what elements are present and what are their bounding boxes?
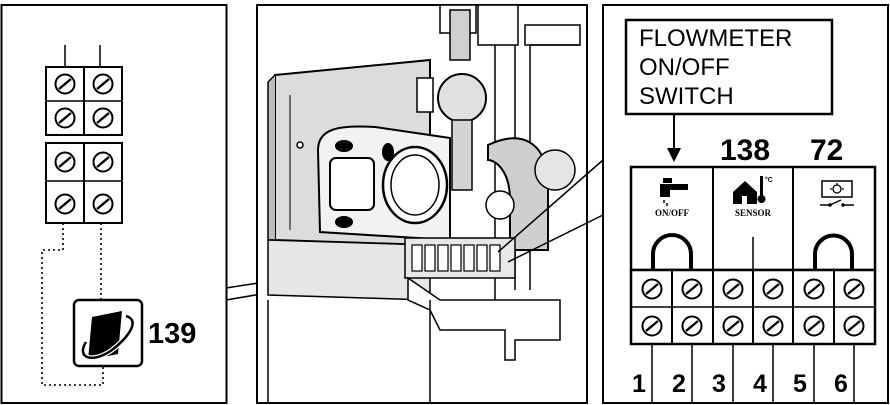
callout-line-3: SWITCH bbox=[639, 83, 734, 110]
screw-icon bbox=[843, 315, 865, 337]
screw-icon bbox=[681, 315, 703, 337]
leader-line-right-top bbox=[497, 159, 604, 253]
flowmeter-callout-box bbox=[624, 18, 834, 116]
terminal-number-1: 1 bbox=[632, 370, 646, 398]
house-thermometer-icon: °C bbox=[733, 176, 773, 204]
room-thermostat-icon bbox=[820, 180, 854, 207]
screw-icon bbox=[681, 278, 703, 300]
leader-line-right-bottom bbox=[507, 214, 604, 263]
jumper-bridge-5-6 bbox=[813, 233, 854, 270]
screw-icon bbox=[722, 315, 744, 337]
screw-icon bbox=[803, 278, 825, 300]
screw-icon bbox=[92, 151, 114, 173]
display-window bbox=[329, 157, 375, 211]
screw-icon bbox=[54, 73, 76, 95]
terminal-number-4: 4 bbox=[753, 370, 767, 398]
terminal-number-2: 2 bbox=[672, 370, 686, 398]
terminal-block bbox=[629, 268, 877, 346]
terminal-number-5: 5 bbox=[793, 370, 807, 398]
screw-icon bbox=[92, 107, 114, 129]
screw-icon bbox=[762, 315, 784, 337]
screw-icon bbox=[54, 151, 76, 173]
screw-icon bbox=[722, 278, 744, 300]
terminal-number-6: 6 bbox=[834, 370, 848, 398]
terminal-number-3: 3 bbox=[712, 370, 726, 398]
group-number-138: 138 bbox=[720, 134, 770, 167]
center-panel bbox=[256, 4, 588, 404]
screw-icon bbox=[762, 278, 784, 300]
screw-icon bbox=[54, 193, 76, 215]
callout-line-1: FLOWMETER bbox=[639, 25, 792, 52]
screw-icon bbox=[641, 278, 663, 300]
screw-icon bbox=[641, 315, 663, 337]
component-number-139: 139 bbox=[148, 318, 196, 350]
right-panel: FLOWMETER ON/OFF SWITCH 138 72 ON/OFF °C bbox=[602, 4, 889, 404]
group-label-onoff: ON/OFF bbox=[655, 208, 689, 218]
terminal-connector-strip bbox=[404, 237, 516, 279]
screw-icon bbox=[803, 315, 825, 337]
jumper-bridge-1-2 bbox=[651, 233, 693, 270]
control-panel bbox=[316, 125, 451, 242]
lower-terminal-block bbox=[45, 142, 123, 224]
upper-terminal-block bbox=[45, 66, 123, 136]
left-panel: 139 bbox=[0, 4, 228, 404]
screw-icon bbox=[92, 193, 114, 215]
group-number-72: 72 bbox=[810, 134, 843, 167]
dotted-wire-left bbox=[41, 223, 104, 386]
flowmeter-sensor-icon bbox=[72, 298, 144, 368]
screw-icon bbox=[92, 73, 114, 95]
group-label-sensor: SENSOR bbox=[735, 208, 772, 218]
screw-icon bbox=[54, 107, 76, 129]
tap-icon bbox=[660, 178, 688, 206]
mounting-plate bbox=[407, 276, 561, 361]
svg-text:°C: °C bbox=[765, 176, 773, 184]
callout-line-2: ON/OFF bbox=[639, 54, 730, 81]
pump-body bbox=[437, 73, 487, 123]
screw-icon bbox=[843, 278, 865, 300]
